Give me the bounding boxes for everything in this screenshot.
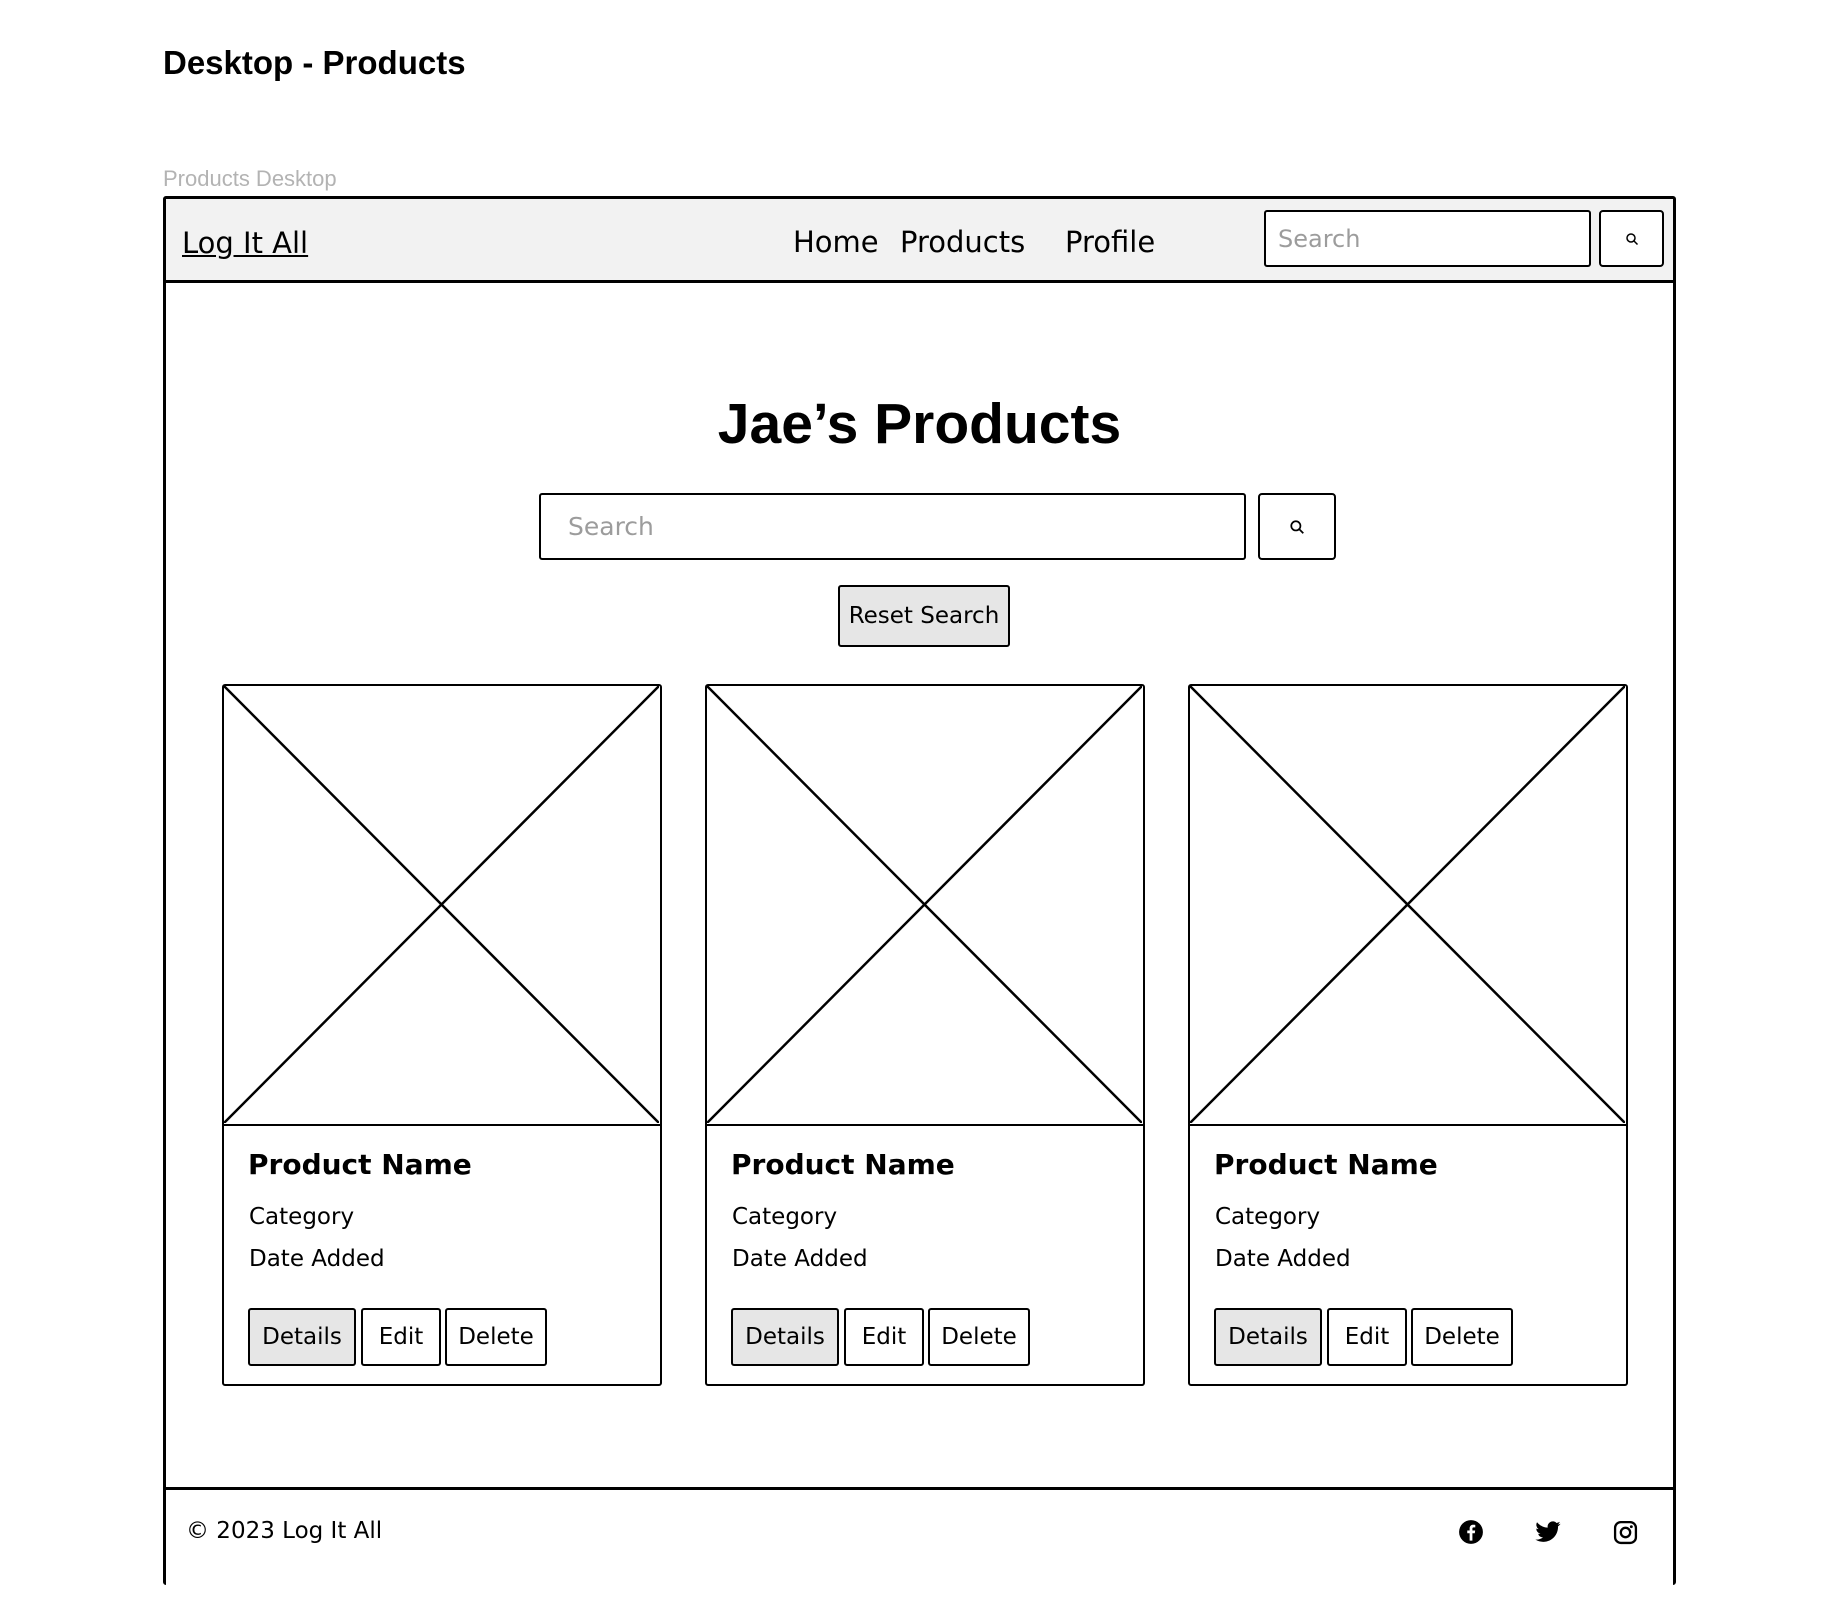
details-button[interactable]: Details bbox=[1214, 1308, 1322, 1366]
frame-label: Products Desktop bbox=[163, 166, 337, 191]
product-card: Product Name Category Date Added Details… bbox=[1188, 684, 1628, 1386]
products-heading: Jae’s Products bbox=[717, 392, 1122, 456]
image-placeholder-icon bbox=[707, 686, 1142, 1123]
edit-button[interactable]: Edit bbox=[844, 1308, 924, 1366]
product-category: Category bbox=[249, 1204, 355, 1230]
logo-link[interactable]: Log It All bbox=[182, 226, 309, 260]
nav-link-profile[interactable]: Profile bbox=[1065, 225, 1156, 259]
page-title: Desktop - Products bbox=[163, 44, 466, 81]
delete-button[interactable]: Delete bbox=[445, 1308, 547, 1366]
product-date-added: Date Added bbox=[1215, 1246, 1351, 1272]
product-card: Product Name Category Date Added Details… bbox=[705, 684, 1145, 1386]
delete-button[interactable]: Delete bbox=[928, 1308, 1030, 1366]
product-search-button[interactable] bbox=[1258, 493, 1336, 560]
navbar: Log It All Home Products Profile bbox=[166, 199, 1673, 283]
details-button[interactable]: Details bbox=[731, 1308, 839, 1366]
desktop-frame: Log It All Home Products Profile Jae’s P… bbox=[163, 196, 1676, 1585]
navbar-search-input[interactable] bbox=[1264, 210, 1591, 267]
nav-link-home[interactable]: Home bbox=[793, 225, 879, 259]
product-search-input[interactable] bbox=[539, 493, 1246, 560]
product-image-placeholder bbox=[707, 686, 1143, 1126]
product-card: Product Name Category Date Added Details… bbox=[222, 684, 662, 1386]
product-category: Category bbox=[1215, 1204, 1321, 1230]
product-name: Product Name bbox=[1214, 1148, 1438, 1181]
product-image-placeholder bbox=[1190, 686, 1626, 1126]
product-image-placeholder bbox=[224, 686, 660, 1126]
copyright-text: © 2023 Log It All bbox=[186, 1518, 383, 1544]
footer: © 2023 Log It All bbox=[166, 1487, 1673, 1585]
facebook-icon[interactable] bbox=[1457, 1518, 1485, 1546]
product-category: Category bbox=[732, 1204, 838, 1230]
product-date-added: Date Added bbox=[732, 1246, 868, 1272]
twitter-icon[interactable] bbox=[1534, 1518, 1562, 1546]
product-name: Product Name bbox=[248, 1148, 472, 1181]
navbar-search-button[interactable] bbox=[1599, 210, 1664, 267]
delete-button[interactable]: Delete bbox=[1411, 1308, 1513, 1366]
nav-link-products[interactable]: Products bbox=[900, 225, 1026, 259]
product-date-added: Date Added bbox=[249, 1246, 385, 1272]
edit-button[interactable]: Edit bbox=[361, 1308, 441, 1366]
image-placeholder-icon bbox=[1190, 686, 1625, 1123]
edit-button[interactable]: Edit bbox=[1327, 1308, 1407, 1366]
reset-search-button[interactable]: Reset Search bbox=[838, 585, 1010, 647]
instagram-icon[interactable] bbox=[1611, 1518, 1639, 1546]
search-icon bbox=[1625, 232, 1638, 245]
details-button[interactable]: Details bbox=[248, 1308, 356, 1366]
image-placeholder-icon bbox=[224, 686, 659, 1123]
search-icon bbox=[1290, 519, 1304, 534]
product-name: Product Name bbox=[731, 1148, 955, 1181]
